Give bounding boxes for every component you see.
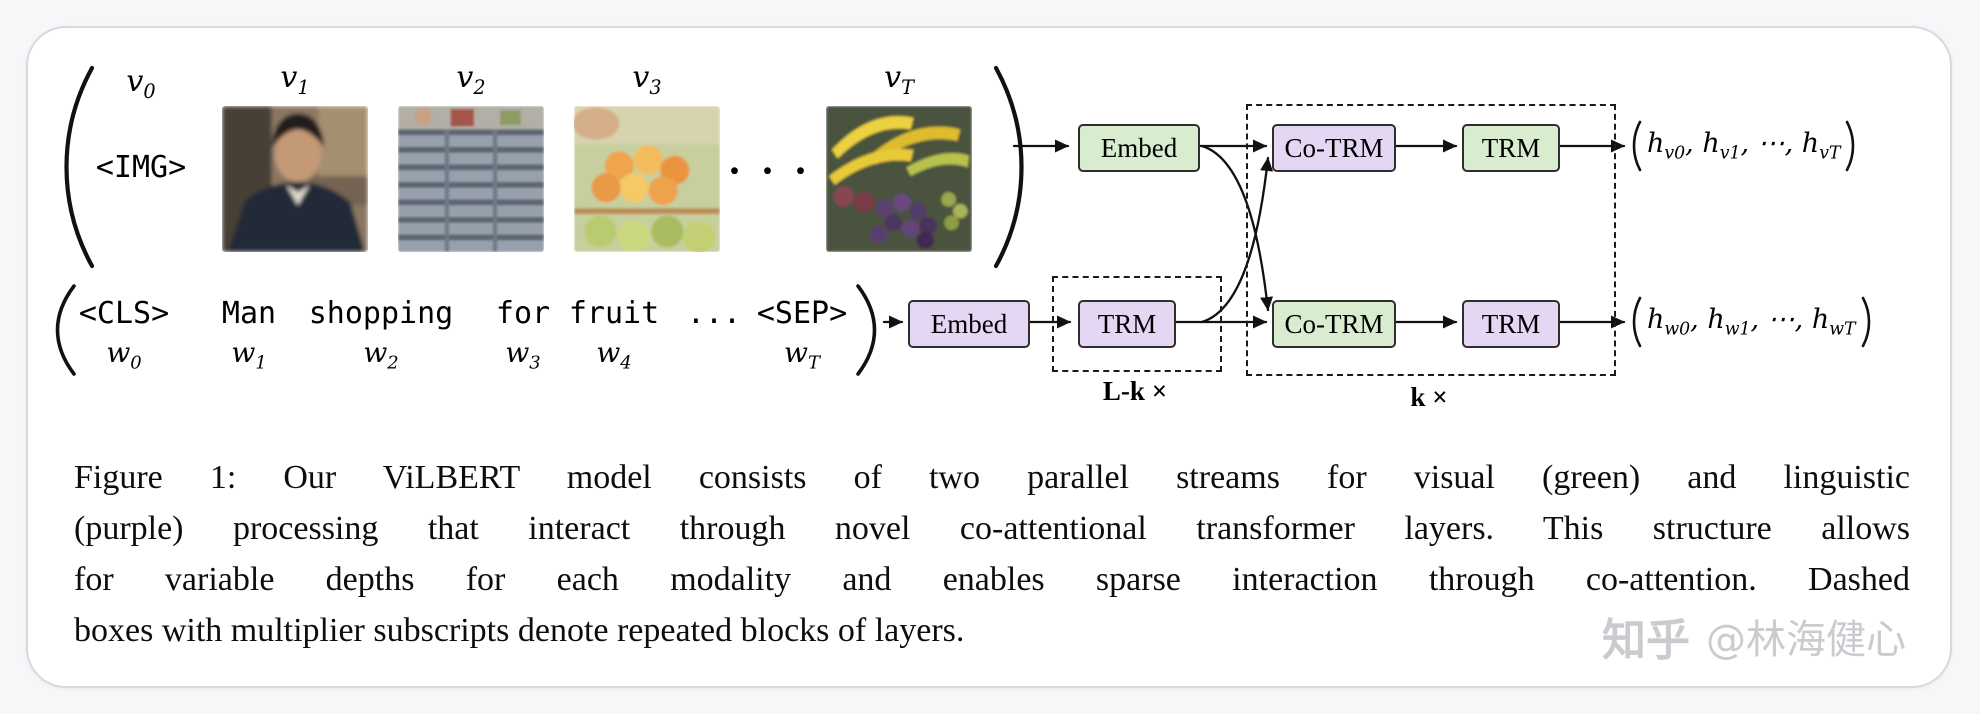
co-attention-repeat-box [1246,104,1616,376]
token-word: <CLS> [78,296,170,331]
token-w-label: w2 [363,336,399,374]
token-w-label: wT [784,336,820,374]
language-open-bracket [55,284,76,376]
visual-token-v1-label: v1 [280,60,310,99]
img-token: <IMG> [95,150,187,185]
token-word: fruit [568,296,660,331]
language-token-sep: <SEP> wT [754,296,850,374]
language-trm-repeated-block: TRM [1078,300,1176,348]
language-trm-block: TRM [1462,300,1560,348]
close-paren-icon [1846,120,1855,172]
figure-caption: Figure 1: Our ViLBERT model consists of … [74,452,1910,656]
zhihu-logo-text: 知乎 [1602,615,1690,666]
visual-close-bracket [993,65,1024,269]
language-output-sequence: hw0, hw1, ⋯, hwT [1628,296,1875,348]
token-w-label: w0 [106,336,142,374]
vilbert-architecture-diagram: v0 <IMG> v1 v2 v3 vT [0,10,1980,450]
multiplier-k: k × [1410,382,1448,412]
language-token-ellipsis: ... [684,296,744,366]
token-w-label: w3 [505,336,541,374]
language-embed-block: Embed [908,300,1030,348]
watermark: 知乎 @林海健心 [1602,604,1906,668]
visual-embed-block: Embed [1078,124,1200,172]
token-word: ... [686,296,742,331]
caption-line: Figure 1: Our ViLBERT model consists of … [74,459,1910,496]
visual-cotrm-block: Co-TRM [1272,124,1396,172]
image-token-fruit [574,106,720,252]
language-output-terms: hw0, hw1, ⋯, hwT [1647,304,1856,340]
token-w-label: w4 [596,336,632,374]
image-token-man [222,106,368,252]
visual-token-vT-label: vT [884,60,914,99]
visual-token-v0-label: v0 [126,64,156,103]
token-word: for [495,296,551,331]
caption-line: boxes with multiplier subscripts denote … [74,612,965,649]
image-token-bananas-grapes [826,106,972,252]
language-token-cls: <CLS> w0 [76,296,172,374]
language-close-bracket [856,284,877,376]
token-word: <SEP> [756,296,848,331]
watermark-handle: @林海健心 [1706,617,1906,663]
visual-trm-block: TRM [1462,124,1560,172]
visual-token-v3-label: v3 [632,60,662,99]
image-token-crates [398,106,544,252]
token-word: shopping [308,296,454,331]
language-trm-repeat-box [1052,276,1222,372]
language-token-shopping: shopping w2 [306,296,456,374]
language-cotrm-block: Co-TRM [1272,300,1396,348]
language-token-man: Man w1 [218,296,280,374]
open-paren-icon [1632,296,1642,348]
visual-token-v2-label: v2 [456,60,486,99]
token-word: Man [221,296,277,331]
token-w-label: w1 [231,336,267,374]
open-paren-icon [1632,120,1642,172]
multiplier-L-minus-k: L-k × [1102,376,1168,406]
language-token-for: for w3 [492,296,554,374]
visual-output-terms: hv0, hv1, ⋯, hvT [1647,128,1841,164]
visual-output-sequence: hv0, hv1, ⋯, hvT [1628,120,1859,172]
close-paren-icon [1861,296,1870,348]
caption-line: (purple) processing that interact throug… [74,510,1910,547]
caption-line: for variable depths for each modality an… [74,561,1910,598]
language-token-fruit: fruit w4 [566,296,662,374]
visual-ellipsis: • • • [730,158,814,185]
